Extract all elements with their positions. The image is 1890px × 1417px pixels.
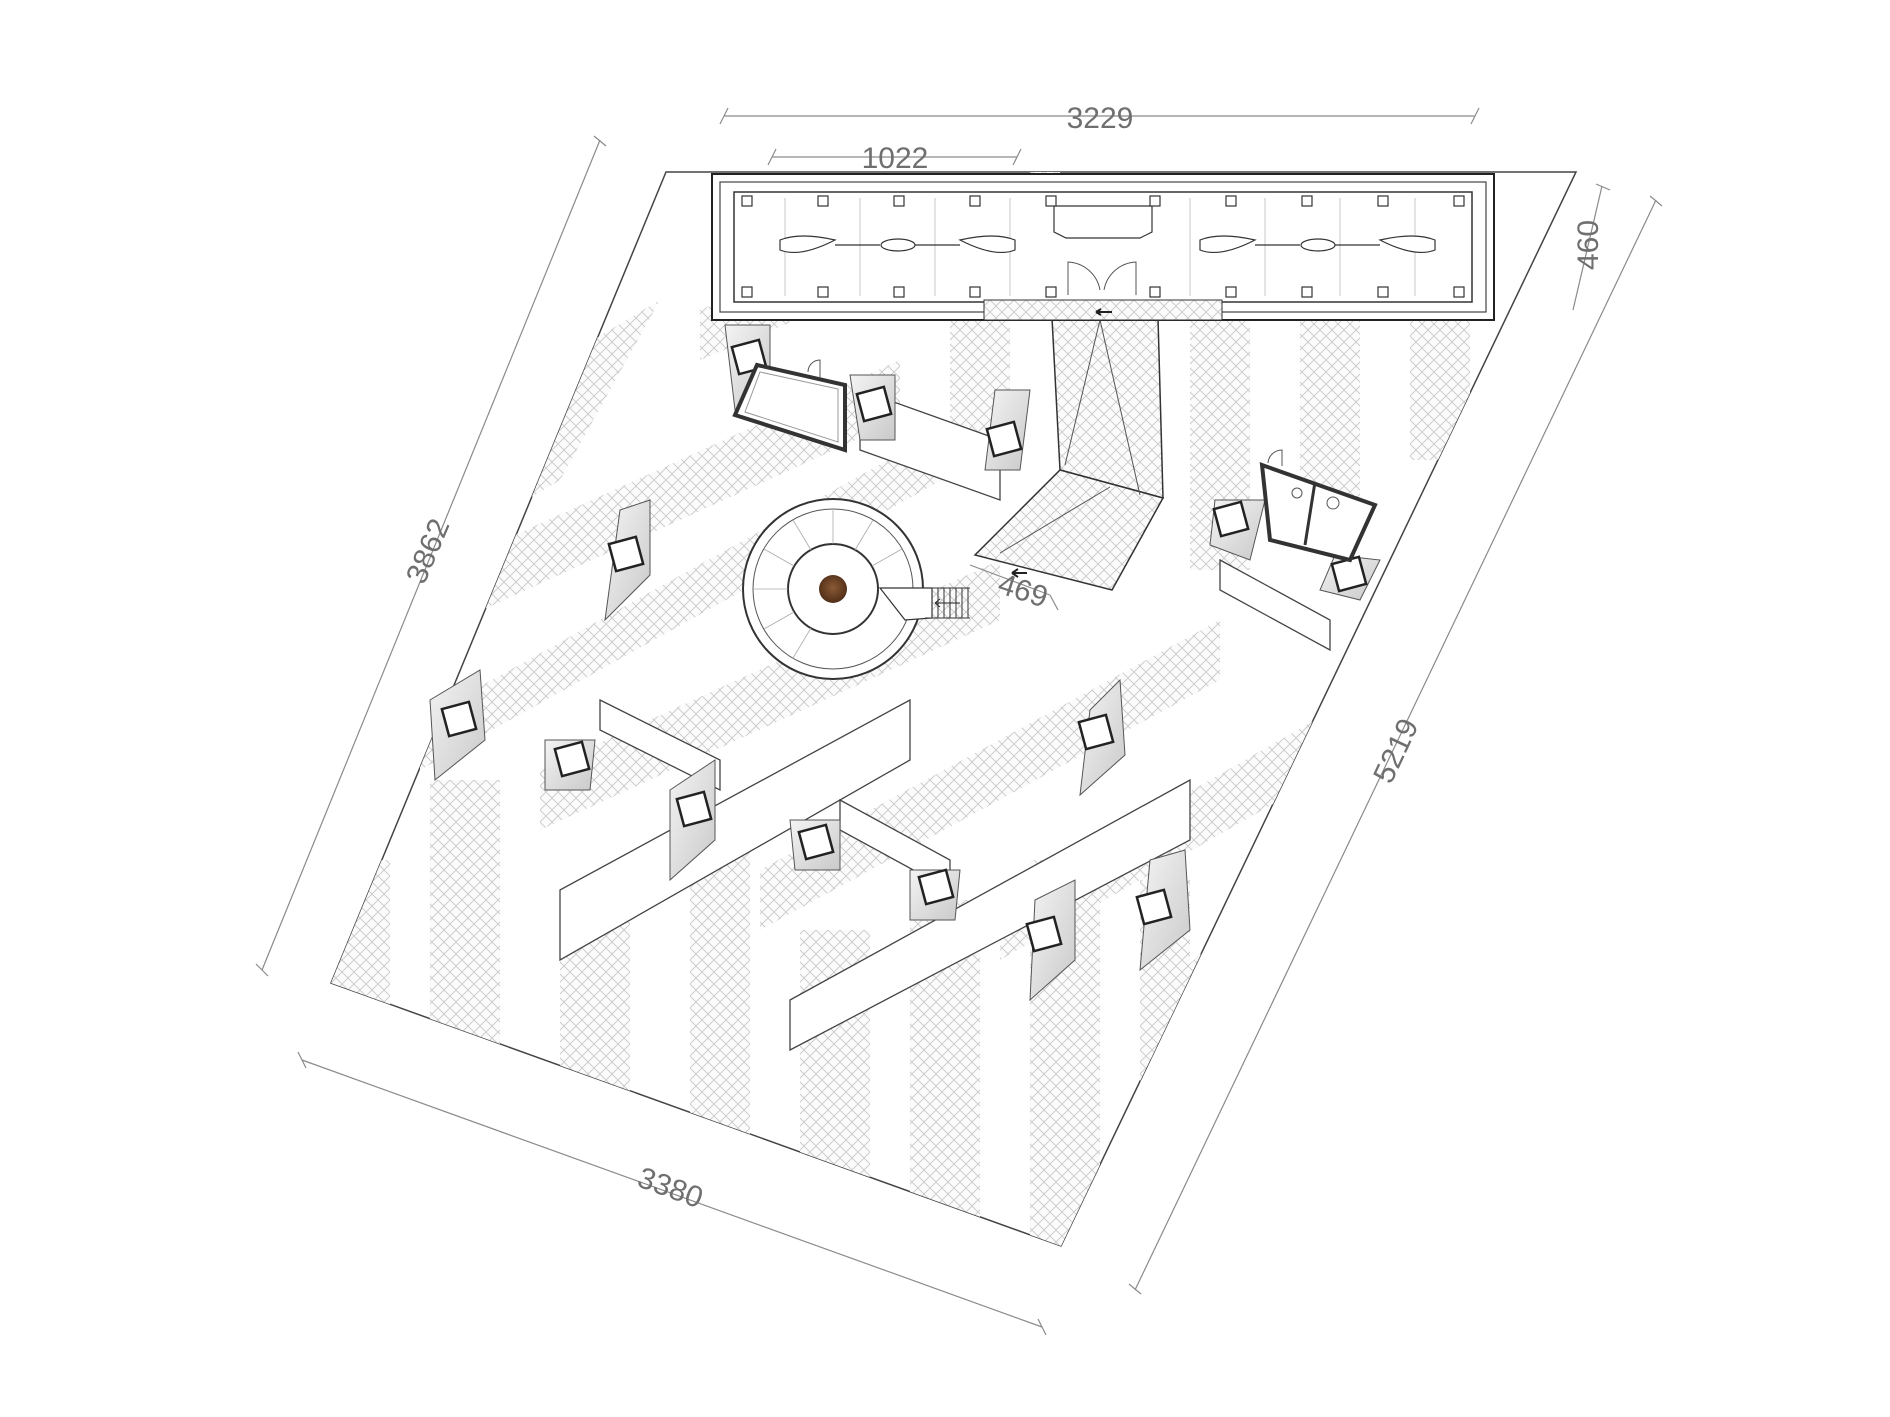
pillar [429, 669, 486, 781]
pillar [1025, 879, 1076, 1002]
pillar [1077, 678, 1126, 797]
pillar [849, 374, 896, 441]
pillar [669, 759, 716, 882]
pillar [1135, 849, 1191, 972]
pillar [909, 868, 961, 921]
showcase-pillars [429, 324, 1381, 1002]
column-core [819, 575, 847, 603]
display-object-left [779, 235, 1016, 253]
dim-label-left-side: 3862 [400, 514, 456, 588]
dim-label-top-overall: 3229 [1067, 102, 1134, 135]
display-benches [559, 389, 1331, 1052]
pillar [789, 819, 841, 871]
glass-room-right [1259, 449, 1378, 563]
display-object-right [1199, 235, 1436, 253]
top-building [711, 173, 1495, 321]
pillar [1319, 554, 1381, 601]
dim-label-right-side: 5219 [1367, 714, 1425, 788]
floor-area [330, 171, 1578, 1247]
dim-label-bottom-side: 3380 [633, 1161, 707, 1215]
dimension-lines [255, 107, 1663, 1336]
pillar [984, 389, 1031, 471]
pillar [604, 499, 651, 622]
glass-room-left [732, 359, 847, 453]
dim-label-right-short: 460 [1572, 220, 1605, 270]
pillar [1209, 499, 1266, 561]
central-ramp [973, 317, 1165, 591]
spiral-staircase [742, 498, 970, 680]
dim-label-top-module: 1022 [862, 142, 929, 175]
pillar [544, 739, 596, 791]
